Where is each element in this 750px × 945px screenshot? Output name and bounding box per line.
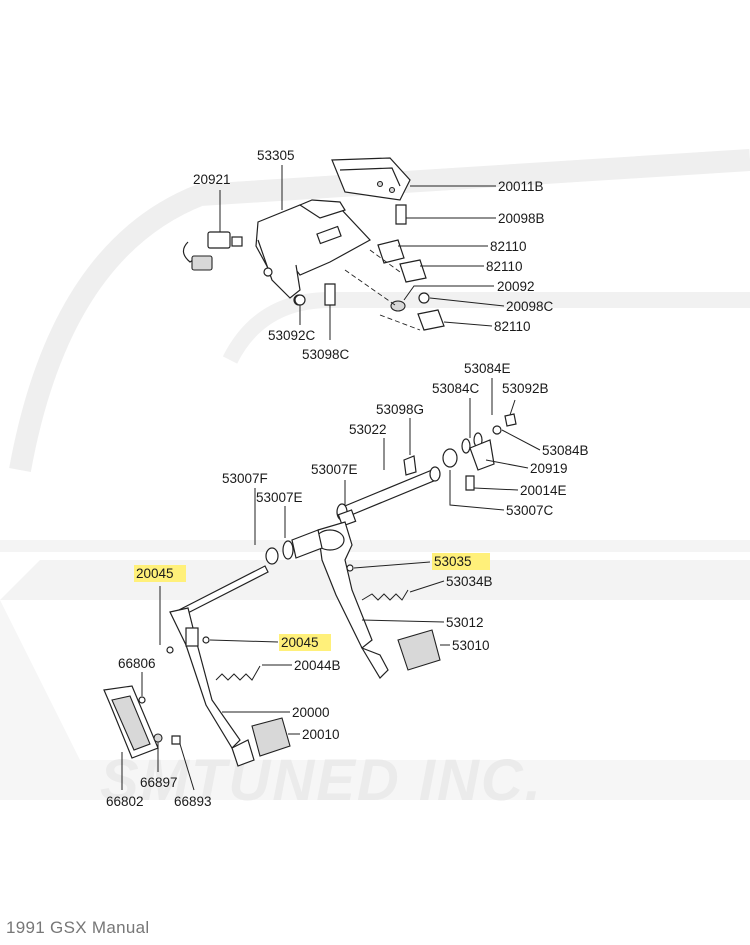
label-20921: 20921 [193,172,231,187]
pedal-bracket-assembly [182,157,445,331]
label-20098B: 20098B [498,211,545,226]
label-53098G: 53098G [376,402,424,417]
label-20092: 20092 [497,279,535,294]
label-53007E-top: 53007E [311,462,358,477]
label-20045-mid: 20045 [281,635,319,650]
label-53034B: 53034B [446,574,493,589]
label-82110-a: 82110 [490,239,527,254]
label-53007F: 53007F [222,471,268,486]
label-53092C: 53092C [268,328,316,343]
label-53098C: 53098C [302,347,350,362]
watermark-text: SMTUNED INC. [100,748,543,813]
label-66806: 66806 [118,656,156,671]
highlight-53035 [432,553,490,570]
highlight-20045-mid [279,634,331,651]
label-20098C: 20098C [506,299,554,314]
label-66897: 66897 [140,775,178,790]
label-66893: 66893 [174,794,212,809]
label-53084B: 53084B [542,443,589,458]
brake-pedal-assembly [103,565,291,767]
label-20014E: 20014E [520,483,567,498]
label-20919: 20919 [530,461,568,476]
label-53022: 53022 [349,422,387,437]
label-20000: 20000 [292,705,330,720]
label-53010: 53010 [452,638,490,653]
highlight-20045-left [134,565,186,582]
leader-lines [121,165,541,791]
label-20010: 20010 [302,727,340,742]
label-20044B: 20044B [294,658,341,673]
label-82110-c: 82110 [494,319,531,334]
label-82110-b: 82110 [486,259,523,274]
label-53035: 53035 [434,554,472,569]
label-53305: 53305 [257,148,295,163]
part-labels: 53305 20921 20011B 20098B 82110 82110 20… [106,148,589,809]
label-66802: 66802 [106,794,144,809]
label-53007C: 53007C [506,503,554,518]
watermark-background [0,149,750,800]
manual-caption: 1991 GSX Manual [6,918,150,937]
label-53084C: 53084C [432,381,480,396]
label-53007E-low: 53007E [256,490,303,505]
pedal-shaft-assembly [265,413,517,679]
label-53084E: 53084E [464,361,511,376]
label-20045-left: 20045 [136,566,174,581]
label-53012: 53012 [446,615,484,630]
label-20011B: 20011B [498,179,544,194]
label-53092B: 53092B [502,381,549,396]
